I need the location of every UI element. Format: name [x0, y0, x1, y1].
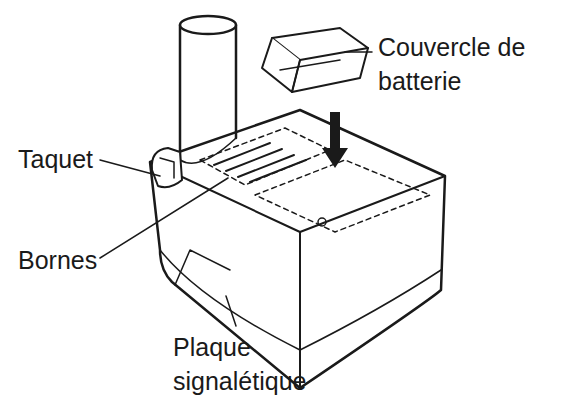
part-label: Couvercle de batterie [378, 30, 570, 98]
part-label: Plaque signalétique [173, 330, 333, 398]
part-label: Taquet [18, 142, 138, 176]
leader-line [100, 160, 160, 176]
leader-line [226, 296, 236, 326]
leader-line [100, 178, 228, 258]
part-label: Bornes [18, 243, 138, 277]
leader-line [345, 51, 372, 53]
